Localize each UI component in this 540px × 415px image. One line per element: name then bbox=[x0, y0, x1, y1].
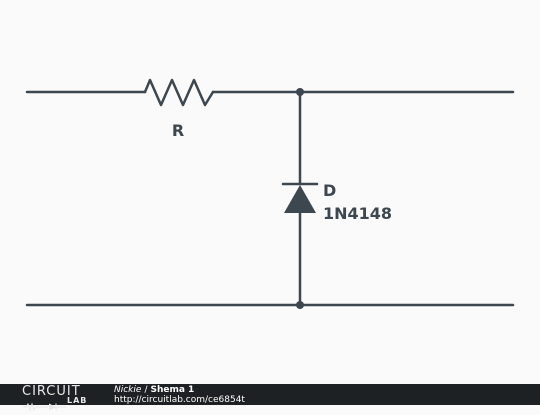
diode-symbol bbox=[284, 185, 316, 213]
footer-bar: CIRCUIT LAB Nickie/Shema 1 http://circui… bbox=[0, 384, 540, 412]
logo-lab-text: LAB bbox=[67, 396, 88, 405]
schematic-url[interactable]: http://circuitlab.com/ce6854t bbox=[114, 395, 245, 405]
schematic-title: Nickie/Shema 1 bbox=[114, 385, 194, 395]
junction-dot-top bbox=[296, 88, 304, 96]
circuitlab-logo-mark[interactable]: LAB bbox=[22, 396, 94, 412]
title-separator: / bbox=[144, 385, 148, 395]
resistor-symbol bbox=[143, 78, 215, 107]
logo-circuit-icon bbox=[23, 402, 66, 412]
diode-label: D bbox=[323, 181, 336, 200]
schematic-canvas: R D 1N4148 bbox=[25, 78, 515, 309]
circuitlab-logo-text[interactable]: CIRCUIT bbox=[22, 384, 81, 399]
resistor-label: R bbox=[172, 121, 184, 140]
junction-dot-bottom bbox=[296, 301, 304, 309]
author-link[interactable]: Nickie bbox=[114, 385, 142, 395]
diode-part-number: 1N4148 bbox=[323, 204, 392, 223]
schematic-name[interactable]: Shema 1 bbox=[150, 385, 195, 395]
